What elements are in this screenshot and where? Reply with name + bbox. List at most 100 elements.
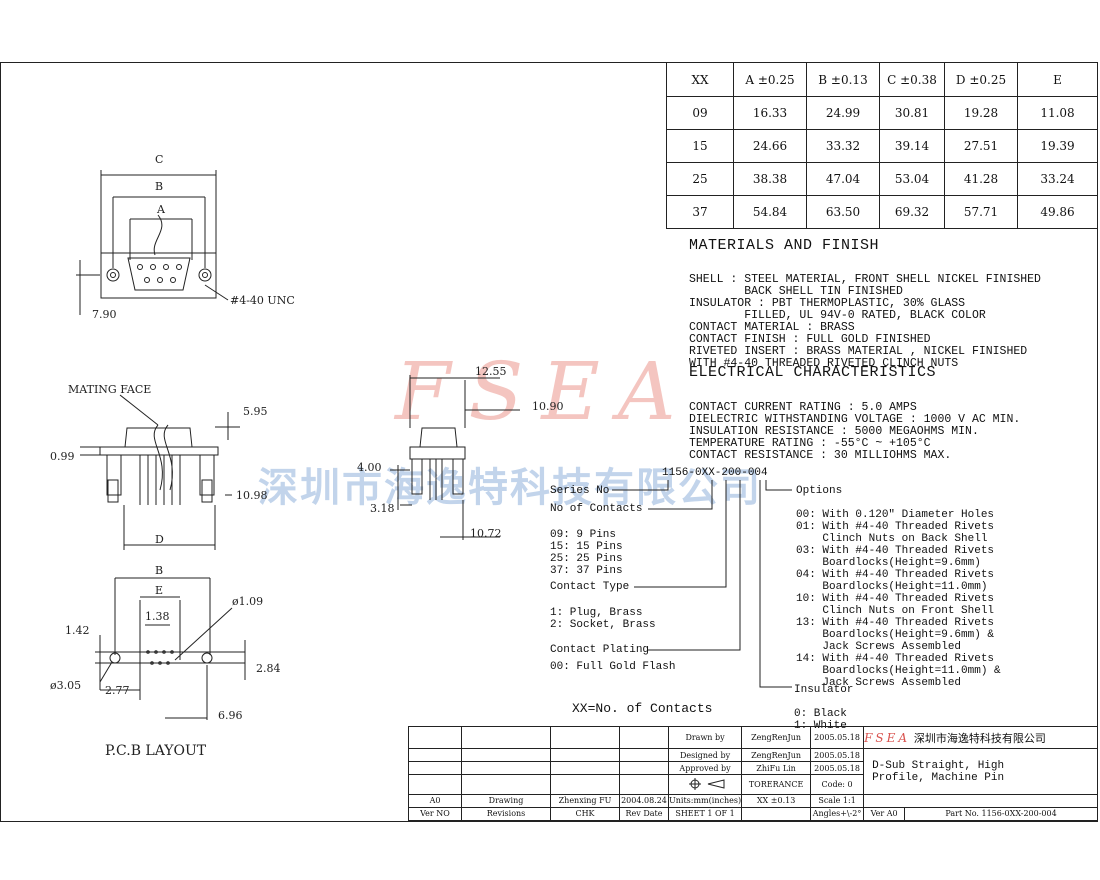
table-row: 09 16.33 24.99 30.81 19.28 11.08	[666, 96, 1098, 130]
contact-item: 25: 25 Pins	[550, 553, 623, 565]
drawn-label: Drawn by	[667, 725, 743, 750]
materials-line: INSULATOR : PBT THERMOPLASTIC, 30% GLASS	[689, 297, 966, 310]
dim-696: 6.96	[218, 709, 243, 722]
table-cell: 47.04	[806, 162, 880, 196]
header-cell: C ±0.38	[879, 62, 945, 97]
electrical-line: INSULATION RESISTANCE : 5000 MEGAOHMS MI…	[689, 425, 979, 438]
table-cell: 09	[666, 96, 734, 130]
option-line: Boardlocks(Height=9.6mm)	[796, 557, 981, 569]
option-line: 14: With #4-40 Threaded Rivets	[796, 653, 995, 665]
dim-unc: #4-40 UNC	[230, 294, 295, 307]
chk-label: CHK	[550, 806, 620, 822]
rev-date-label: Rev Date	[619, 806, 669, 822]
rev-a0: A0	[408, 793, 462, 808]
title-logo-cell: FSEA 深圳市海逸特科技有限公司	[863, 725, 1098, 750]
units-cell: Units:mm(inches)	[667, 793, 743, 808]
table-cell: 33.24	[1017, 162, 1098, 196]
table-cell: 38.38	[733, 162, 807, 196]
materials-line: BACK SHELL TIN FINISHED	[689, 285, 903, 298]
rev-drawing: Drawing	[461, 793, 551, 808]
table-cell: 16.33	[733, 96, 807, 130]
dim-138: 1.38	[145, 610, 170, 623]
table-cell: 24.66	[733, 129, 807, 163]
type-item: 2: Socket, Brass	[550, 619, 656, 631]
option-line: 04: With #4-40 Threaded Rivets	[796, 569, 995, 581]
ver-cell: Ver A0	[863, 806, 906, 822]
table-cell: 30.81	[879, 96, 945, 130]
dim-318: 3.18	[370, 502, 395, 515]
fsea-watermark: FSEA	[395, 345, 694, 438]
materials-line: SHELL : STEEL MATERIAL, FRONT SHELL NICK…	[689, 273, 1041, 286]
drawn-name: ZengRenJun	[741, 725, 812, 750]
dim-099: 0.99	[50, 450, 75, 463]
table-cell: 37	[666, 195, 734, 229]
approved-date: 2005.05.18	[810, 761, 865, 776]
contacts-title: No of Contacts	[550, 503, 643, 515]
electrical-line: CONTACT CURRENT RATING : 5.0 AMPS	[689, 401, 917, 414]
electrical-line: TEMPERATURE RATING : -55°C ~ +105°C	[689, 437, 931, 450]
dim-phi109: ø1.09	[232, 595, 263, 608]
option-line: Jack Screws Assembled	[796, 677, 962, 689]
table-cell: 24.99	[806, 96, 880, 130]
plating-item: 00: Full Gold Flash	[550, 661, 676, 673]
code-cell: Code: 0	[810, 774, 865, 795]
dim-1255: 12.55	[475, 365, 507, 378]
rev-date: 2004.08.24	[619, 793, 669, 808]
xx-note: XX=No. of Contacts	[572, 701, 713, 716]
scale-cell: Scale 1:1	[810, 793, 865, 808]
tolerance-label: TORERANCE	[741, 774, 812, 795]
contact-item: 37: 37 Pins	[550, 565, 623, 577]
dim-d: D	[155, 533, 164, 546]
dim-595: 5.95	[243, 405, 268, 418]
type-item: 1: Plug, Brass	[550, 607, 643, 619]
fsea-logo: FSEA	[864, 730, 911, 745]
table-cell: 19.28	[944, 96, 1018, 130]
table-row: 25 38.38 47.04 53.04 41.28 33.24	[666, 162, 1098, 196]
insulator-title: Insulator	[794, 684, 854, 696]
option-line: Clinch Nuts on Back Shell	[796, 533, 988, 545]
header-cell: A ±0.25	[733, 62, 807, 97]
dim-790: 7.90	[92, 308, 117, 321]
table-cell: 11.08	[1017, 96, 1098, 130]
option-line: Boardlocks(Height=9.6mm) &	[796, 629, 995, 641]
dim-277: 2.77	[105, 684, 130, 697]
dim-c: C	[155, 153, 163, 166]
type-title: Contact Type	[550, 581, 630, 593]
dim-284: 2.84	[256, 662, 281, 675]
mating-face-label: MATING FACE	[68, 383, 151, 396]
rev-name: Zhenxing FU	[550, 793, 620, 808]
option-line: Boardlocks(Height=11.0mm) &	[796, 665, 1001, 677]
electrical-heading: ELECTRICAL CHARACTERISTICS	[689, 364, 937, 381]
dim-b: B	[155, 180, 163, 193]
table-cell: 27.51	[944, 129, 1018, 163]
option-line: Clinch Nuts on Front Shell	[796, 605, 995, 617]
company-watermark: 深圳市海逸特科技有限公司	[258, 464, 762, 511]
company-name: 深圳市海逸特科技有限公司	[913, 731, 1046, 745]
table-header-row: XX A ±0.25 B ±0.13 C ±0.38 D ±0.25 E	[666, 62, 1098, 97]
pcb-dim-e: E	[155, 584, 163, 597]
materials-list: SHELL : STEEL MATERIAL, FRONT SHELL NICK…	[689, 262, 1041, 382]
table-cell: 49.86	[1017, 195, 1098, 229]
plating-title: Contact Plating	[550, 644, 650, 656]
materials-line: WITH #4-40 THREADED RIVETED CLINCH NUTS	[689, 357, 959, 370]
title-block: Drawn by ZengRenJun 2005.05.18 FSEA 深圳市海…	[408, 725, 1098, 822]
dimension-table: XX A ±0.25 B ±0.13 C ±0.38 D ±0.25 E 09 …	[666, 62, 1098, 229]
table-row: 15 24.66 33.32 39.14 27.51 19.39	[666, 129, 1098, 163]
drawn-date: 2005.05.18	[810, 725, 865, 750]
contact-item: 15: 15 Pins	[550, 541, 623, 553]
angles-cell: Angles+\-2°	[810, 806, 865, 822]
option-line: 01: With #4-40 Threaded Rivets	[796, 521, 995, 533]
materials-line: CONTACT MATERIAL : BRASS	[689, 321, 855, 334]
ver-no-label: Ver NO	[408, 806, 462, 822]
dim-phi305: ø3.05	[50, 679, 81, 692]
contact-item: 09: 9 Pins	[550, 529, 617, 541]
dim-1090: 10.90	[532, 400, 564, 413]
table-cell: 57.71	[944, 195, 1018, 229]
option-line: 00: With 0.120" Diameter Holes	[796, 509, 995, 521]
approved-label: Approved by	[667, 761, 743, 776]
